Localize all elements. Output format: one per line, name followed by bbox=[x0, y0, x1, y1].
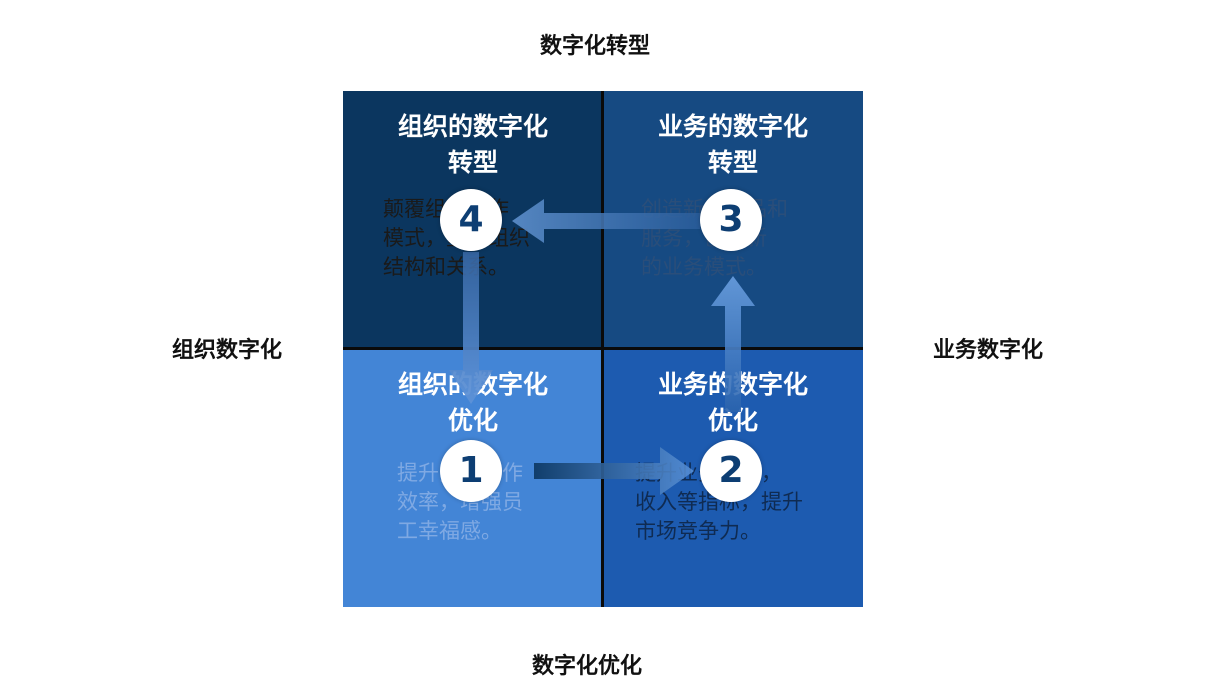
axis-label-bottom: 数字化优化 bbox=[532, 654, 643, 679]
quadrant-title-line2: 转型 bbox=[707, 148, 758, 177]
quadrant-title-line1: 组织的数字化 bbox=[397, 112, 548, 141]
quadrant-title: 业务的数字化 转型 bbox=[603, 109, 863, 181]
quadrant-title-line2: 优化 bbox=[447, 406, 498, 435]
quadrant-title-line2: 转型 bbox=[447, 148, 498, 177]
arrow-2-to-3 bbox=[711, 276, 755, 412]
arrow-3-to-4 bbox=[512, 199, 700, 243]
quadrant-title-line1: 业务的数字化 bbox=[657, 112, 808, 141]
axis-label-left: 组织数字化 bbox=[172, 338, 283, 363]
axis-label-right: 业务数字化 bbox=[933, 338, 1044, 363]
step-badge-1: 1 bbox=[440, 440, 502, 502]
arrow-4-to-1 bbox=[449, 252, 493, 404]
step-badge-4: 4 bbox=[440, 189, 502, 251]
horizontal-divider bbox=[343, 347, 863, 350]
step-badge-2: 2 bbox=[700, 440, 762, 502]
step-badge-3: 3 bbox=[700, 189, 762, 251]
quadrant-title: 组织的数字化 转型 bbox=[343, 109, 603, 181]
arrow-1-to-2 bbox=[534, 447, 694, 495]
axis-label-top: 数字化转型 bbox=[540, 34, 651, 59]
